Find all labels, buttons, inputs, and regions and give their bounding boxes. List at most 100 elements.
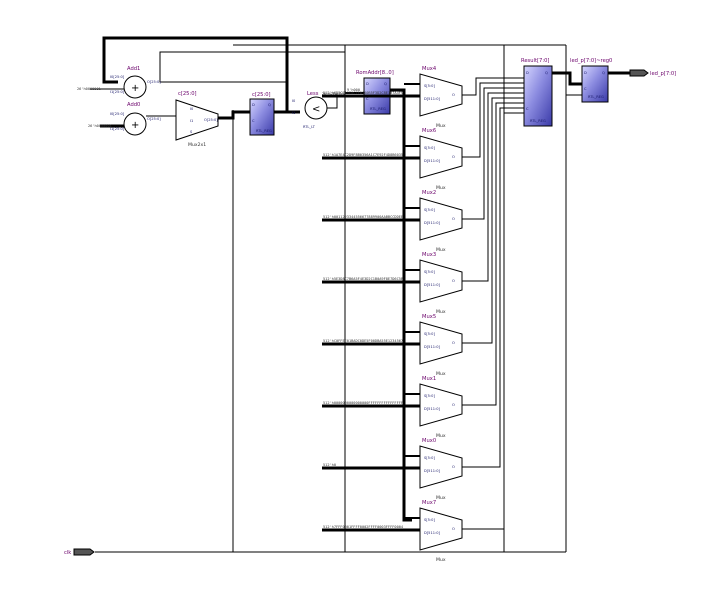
mux-body bbox=[419, 321, 463, 365]
mux-pin-s: S[5:0] bbox=[424, 146, 435, 150]
mux-pin-d: D[511:0] bbox=[424, 531, 441, 535]
mux-body bbox=[419, 507, 463, 551]
mux-output-wire bbox=[462, 82, 524, 158]
mux-body bbox=[419, 197, 463, 241]
mux-body bbox=[419, 73, 463, 117]
add0-pin-o: O[25:0] bbox=[147, 117, 161, 121]
c-register-block[interactable]: c[25:0] D Q C RTL_REG bbox=[249, 92, 300, 136]
mux-pin-d: D[511:0] bbox=[424, 97, 441, 101]
less-pin-b: I1 bbox=[292, 111, 295, 115]
result-register-block[interactable]: Result[7:0] D Q C RTL_REG bbox=[521, 58, 582, 127]
mux-body bbox=[419, 383, 463, 427]
mux-caption: Mux bbox=[436, 371, 446, 377]
mux-block-mux1[interactable]: Mux1S[5:0]D[511:0]OMux512'h0000000000000… bbox=[322, 102, 524, 439]
mux-caption: Mux bbox=[436, 557, 446, 563]
led-output-port-label: led_p[7:0] bbox=[650, 71, 676, 77]
mux-pin-d: D[511:0] bbox=[424, 469, 441, 473]
mux-block-mux3[interactable]: Mux3S[5:0]D[511:0]OMux512'h5E3D8C7B6A5F4… bbox=[322, 92, 524, 315]
c-register-label: c[25:0] bbox=[252, 92, 271, 98]
mux2to1-block[interactable]: c[25:0] I0 I1 S O[25:0] Mux2x1 bbox=[175, 91, 250, 148]
result-register-caption: RTL_REG bbox=[530, 119, 546, 123]
mux-title: Mux0 bbox=[422, 438, 436, 444]
romaddr-caption: RTL_REG bbox=[370, 107, 386, 111]
c-register-caption: RTL_REG bbox=[256, 129, 272, 133]
romaddr-pin-q: Q bbox=[384, 82, 387, 86]
mux-const-value: 512'h0000000000000000FFFFFFFFFFFFFFFF bbox=[323, 401, 403, 405]
mux-caption: Mux bbox=[436, 495, 446, 501]
mux-output-wire bbox=[462, 112, 524, 530]
mux-pin-s: S[5:0] bbox=[424, 332, 435, 336]
mux-pin-d: D[511:0] bbox=[424, 283, 441, 287]
mux-body bbox=[419, 259, 463, 303]
mux-title: Mux4 bbox=[422, 66, 437, 72]
mux-pin-o: O bbox=[452, 341, 455, 345]
mux-pin-o: O bbox=[452, 527, 455, 531]
mux-pin-s: S[5:0] bbox=[424, 394, 435, 398]
romaddr-input-const: 9'h000 bbox=[347, 88, 360, 92]
clk-input-port[interactable]: clk bbox=[64, 548, 95, 556]
led-output-port[interactable]: led_p[7:0] bbox=[629, 69, 676, 77]
mux-pin-d: D[511:0] bbox=[424, 159, 441, 163]
led-register-pin-c: C bbox=[584, 87, 587, 91]
add0-block[interactable]: + Add0 I0[25:0] I1[25:0] O[25:0] 26'h000… bbox=[88, 102, 176, 136]
less-input-const: 26'h2FAF080 bbox=[322, 92, 346, 96]
mux-body bbox=[419, 135, 463, 179]
mux-title: Mux3 bbox=[422, 252, 436, 258]
mux2to1-pin-s: S bbox=[190, 130, 193, 134]
frame-lines bbox=[95, 44, 567, 553]
less-pin-a: I0 bbox=[292, 99, 296, 103]
add1-block[interactable]: + Add1 I0[25:0] I1[25:0] O[25:0] 26'h000… bbox=[77, 66, 161, 99]
less-block[interactable]: < Less I0 I1 RTL_LT 26'h2FAF080 bbox=[292, 91, 346, 129]
mux-pin-d: D[511:0] bbox=[424, 345, 441, 349]
mux-title: Mux6 bbox=[422, 128, 436, 134]
add0-symbol: + bbox=[131, 120, 139, 131]
mux-block-mux5[interactable]: Mux5S[5:0]D[511:0]OMux512'hC0FFEE01BADC0… bbox=[322, 97, 524, 377]
mux-output-wire bbox=[462, 92, 524, 282]
mux-block-mux7[interactable]: Mux7S[5:0]D[511:0]OMux512'h7FFF0001FFFF0… bbox=[322, 112, 524, 563]
feedback-loop bbox=[102, 36, 345, 112]
mux-pin-o: O bbox=[452, 93, 455, 97]
c-register-pin-d: D bbox=[252, 103, 255, 107]
mux-const-value: 512'hC0FFEE01BADC0DE5F00DBA55E1234567 bbox=[323, 339, 403, 343]
mux-pin-o: O bbox=[452, 279, 455, 283]
add1-pin-b: I1[25:0] bbox=[110, 90, 125, 94]
mux2to1-caption: Mux2x1 bbox=[188, 142, 206, 148]
led-register-pin-d: D bbox=[584, 71, 587, 75]
mux-pin-s: S[5:0] bbox=[424, 270, 435, 274]
mux-block-mux4[interactable]: Mux4S[5:0]D[511:0]OMux512'h6D3C7A9E0C7F8… bbox=[322, 66, 524, 129]
mux-const-value: 512'h5E3D8C7B6A5F4E3D2C1B0A9F8E7D6C5B bbox=[323, 277, 403, 281]
romaddr-pin-d: D bbox=[366, 82, 369, 86]
mux-block-mux2[interactable]: Mux2S[5:0]D[511:0]OMux512'h0011223344556… bbox=[322, 87, 524, 253]
add0-pin-a: I0[25:0] bbox=[110, 112, 125, 116]
led-register-block[interactable]: led_p[7:0]~reg0 D Q C RTL_REG bbox=[566, 58, 630, 103]
mux-const-value: 512'h1A7E4C2D9F8B0356A1C7E92F4D8B6035 bbox=[323, 153, 403, 157]
add1-label: Add1 bbox=[127, 66, 140, 72]
less-symbol: < bbox=[312, 104, 320, 115]
mux-output-wire bbox=[462, 107, 524, 468]
romaddr-label: RomAddr[8..0] bbox=[356, 70, 394, 76]
mux-pin-s: S[5:0] bbox=[424, 518, 435, 522]
romaddr-block[interactable]: RomAddr[8..0] D Q C RTL_REG 9'h000 bbox=[345, 70, 412, 522]
mux-output-wire bbox=[462, 97, 524, 344]
mux-output-wire bbox=[462, 87, 524, 220]
add1-pin-o: O[25:0] bbox=[147, 80, 161, 84]
mux-pin-s: S[5:0] bbox=[424, 208, 435, 212]
mux-pin-s: S[5:0] bbox=[424, 456, 435, 460]
result-register-label: Result[7:0] bbox=[521, 58, 549, 64]
mux2to1-pin-o: O[25:0] bbox=[204, 118, 218, 122]
c-register-pin-c: C bbox=[252, 119, 255, 123]
mux-const-value: 512'h0 bbox=[323, 463, 336, 467]
mux-pin-d: D[511:0] bbox=[424, 221, 441, 225]
mux-pin-o: O bbox=[452, 155, 455, 159]
mux2to1-pin-i0: I0 bbox=[190, 107, 194, 111]
mux-const-value: 512'h6D3C7A9E0C7F81A0B5F3D2C8E1B7A4F9 bbox=[323, 91, 403, 95]
led-register-caption: RTL_REG bbox=[588, 95, 604, 99]
mux-title: Mux1 bbox=[422, 376, 436, 382]
mux-pin-o: O bbox=[452, 403, 455, 407]
mux-pin-o: O bbox=[452, 217, 455, 221]
mux-pin-d: D[511:0] bbox=[424, 407, 441, 411]
mux-caption: Mux bbox=[436, 123, 446, 129]
